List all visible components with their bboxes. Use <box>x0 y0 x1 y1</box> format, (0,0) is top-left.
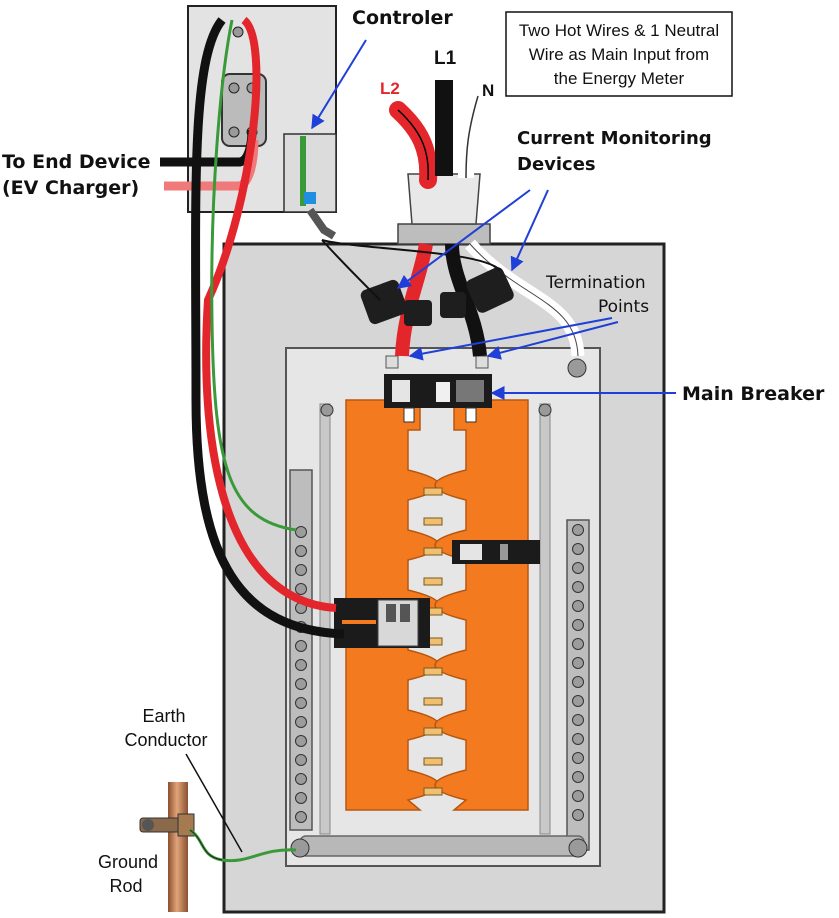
label-end-device-2: (EV Charger) <box>2 177 139 199</box>
terminal-screw <box>295 773 307 785</box>
terminal-screw <box>295 716 307 728</box>
arrow-earth-conductor <box>185 753 243 853</box>
terminal-screw <box>572 752 584 764</box>
terminal-screw <box>295 564 307 576</box>
terminal-screw <box>572 695 584 707</box>
label-l1: L1 <box>434 48 457 69</box>
label-ground-1: Ground <box>98 852 158 872</box>
bus-fingers <box>423 487 443 796</box>
label-main-input-2: Wire as Main Input from <box>529 45 709 64</box>
panel-screws <box>290 358 588 858</box>
label-main-input-3: the Energy Meter <box>554 69 685 88</box>
label-neutral: N <box>482 81 494 100</box>
label-l2: L2 <box>380 79 400 98</box>
label-earth-2: Conductor <box>124 730 207 750</box>
pointer-arrows <box>311 39 676 400</box>
terminal-screw <box>295 659 307 671</box>
terminal-screw <box>295 526 307 538</box>
terminal-screw <box>295 583 307 595</box>
main-breaker <box>384 355 492 423</box>
terminal-screw <box>572 581 584 593</box>
label-main-input-1: Two Hot Wires & 1 Neutral <box>519 21 719 40</box>
ground-bar-screws <box>295 526 307 823</box>
terminal-screw <box>572 600 584 612</box>
arrow-controller <box>311 39 367 130</box>
terminal-screw <box>295 640 307 652</box>
terminal-screw <box>572 543 584 555</box>
ev-breaker-red-wire <box>202 16 337 612</box>
label-ground-2: Rod <box>109 876 142 896</box>
label-end-device-1: To End Device <box>2 151 151 173</box>
terminal-screw <box>295 678 307 690</box>
arrow-termination-right <box>486 321 619 360</box>
terminal-screw <box>572 733 584 745</box>
label-termination-1: Termination <box>545 273 646 293</box>
ev-charger-breaker <box>334 598 430 648</box>
terminal-screw <box>295 792 307 804</box>
current-monitor-right <box>440 267 514 318</box>
terminal-screw <box>572 790 584 802</box>
terminal-screw <box>295 754 307 766</box>
ev-breaker-black-wire <box>191 17 345 639</box>
terminal-screw <box>295 735 307 747</box>
arrow-cm-left <box>396 189 531 289</box>
terminal-screw <box>295 697 307 709</box>
terminal-screw <box>572 524 584 536</box>
controller-ground-wire <box>210 19 297 532</box>
terminal-screw <box>572 657 584 669</box>
terminal-screw <box>572 771 584 783</box>
label-controller: Controler <box>352 7 453 29</box>
ground-rod <box>139 782 195 912</box>
branch-breaker-right <box>452 540 540 564</box>
terminal-screw <box>572 638 584 650</box>
terminal-screw <box>572 809 584 821</box>
terminal-screw <box>572 562 584 574</box>
label-termination-2: Points <box>598 297 649 317</box>
conduit-fitting <box>397 173 491 245</box>
terminal-screw <box>572 676 584 688</box>
label-main-input-box: Two Hot Wires & 1 Neutral Wire as Main I… <box>505 11 733 97</box>
neutral-bar-screws <box>572 524 584 821</box>
label-current-monitoring-1: Current Monitoring <box>517 128 712 149</box>
label-current-monitoring-2: Devices <box>517 154 596 175</box>
terminal-screw <box>295 545 307 557</box>
arrow-cm-right <box>510 189 549 272</box>
arrow-termination-left <box>408 317 613 361</box>
neutral-wire-in <box>458 93 486 179</box>
terminal-screw <box>295 811 307 823</box>
label-earth-1: Earth <box>142 706 185 726</box>
terminal-screw <box>572 714 584 726</box>
label-main-breaker: Main Breaker <box>682 383 825 405</box>
bottom-bond-bar <box>299 835 585 857</box>
terminal-screw <box>572 619 584 631</box>
